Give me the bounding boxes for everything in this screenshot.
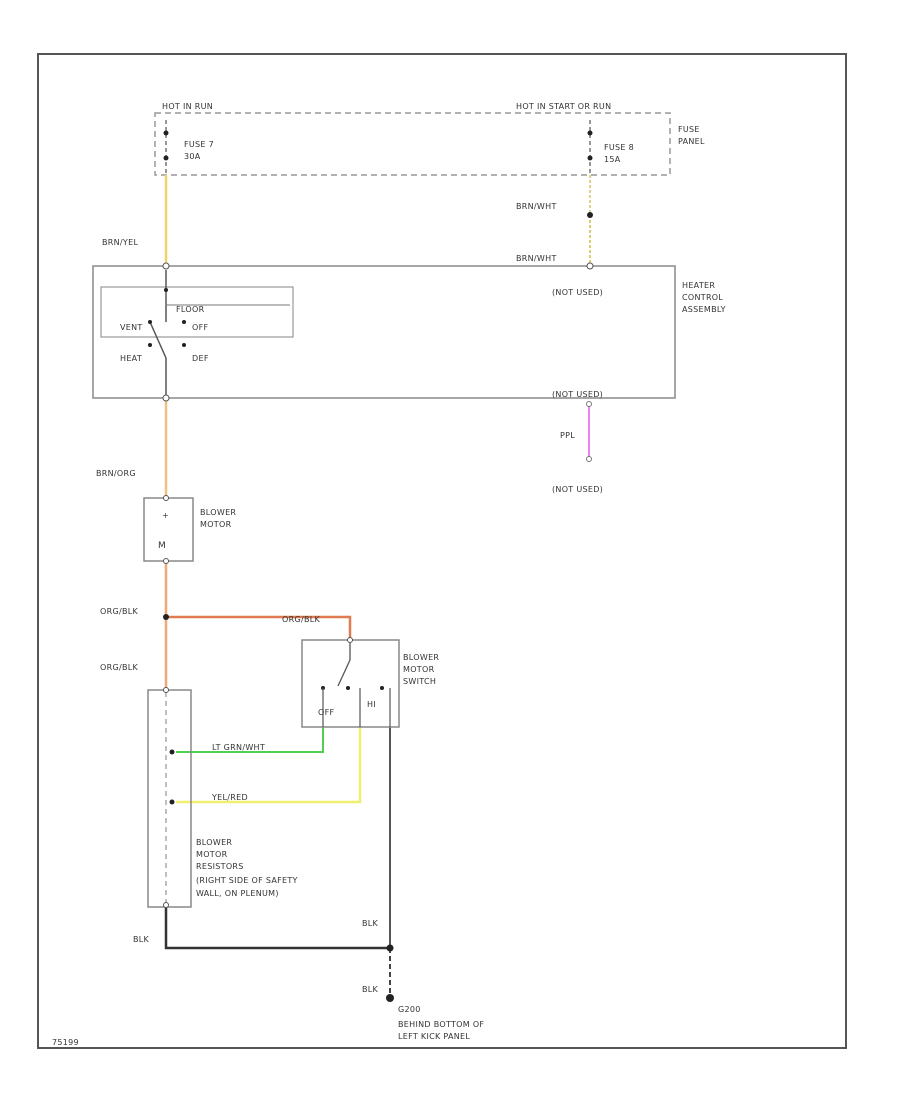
label-brn-wht-2: BRN/WHT — [516, 254, 557, 263]
wire-yel-red — [176, 727, 362, 804]
label-blk-3: BLK — [362, 985, 379, 994]
mode-off: OFF — [192, 323, 208, 332]
fuse-right-rating: 15A — [604, 155, 621, 164]
blower-switch-label-3: SWITCH — [403, 677, 436, 686]
hot-start-or-run-label: HOT IN START OR RUN — [516, 102, 611, 111]
label-lt-grn-wht: LT GRN/WHT — [212, 743, 265, 752]
resistor-tap-med — [169, 799, 175, 805]
contact-off — [182, 320, 186, 324]
hot-in-run-label: HOT IN RUN — [162, 102, 213, 111]
switch-pos-hi: HI — [367, 700, 376, 709]
contact-floor — [164, 288, 168, 292]
wires — [163, 175, 593, 1002]
blower-motor-terminal-top — [163, 495, 169, 501]
splice-org-blk — [163, 614, 169, 620]
blower-switch-label-2: MOTOR — [403, 665, 435, 674]
ground-location-1: BEHIND BOTTOM OF — [398, 1020, 484, 1029]
fuse-right-terminal-bottom — [587, 155, 593, 161]
wire-labels: BRN/YEL BRN/WHT BRN/WHT BRN/ORG ORG/BLK … — [96, 202, 575, 994]
mode-floor: FLOOR — [176, 305, 205, 314]
not-used-2: (NOT USED) — [552, 390, 603, 399]
blower-motor-resistors: BLOWER MOTOR RESISTORS (RIGHT SIDE OF SA… — [147, 687, 298, 908]
resistors-label-1: BLOWER — [196, 838, 232, 847]
ppl-terminal-bottom — [586, 456, 592, 462]
ground-g200: G200 BEHIND BOTTOM OF LEFT KICK PANEL — [398, 1005, 484, 1041]
wire-lt-grn-wht — [176, 727, 324, 753]
label-yel-red: YEL/RED — [211, 793, 248, 802]
motor-plus-icon: + — [162, 511, 169, 520]
fuse-panel-label-1: FUSE — [678, 125, 700, 134]
heater-control-label-1: HEATER — [682, 281, 715, 290]
heater-terminal-right — [586, 262, 594, 270]
label-brn-yel: BRN/YEL — [102, 238, 138, 247]
wire-org-blk-to-switch — [166, 615, 352, 640]
fuse-left-label: FUSE 7 — [184, 140, 214, 149]
ground-location-2: LEFT KICK PANEL — [398, 1032, 470, 1041]
switch-lever — [337, 659, 351, 687]
fuse-left-rating: 30A — [184, 152, 201, 161]
resistors-label-5: WALL, ON PLENUM) — [196, 889, 279, 898]
motor-symbol-icon: M — [158, 541, 166, 551]
fuse-panel: HOT IN RUN HOT IN START OR RUN FUSE 7 30… — [154, 102, 705, 176]
blower-motor-terminal-bottom — [163, 558, 169, 564]
switch-terminal-input — [347, 637, 353, 643]
label-org-blk-1: ORG/BLK — [100, 607, 138, 616]
fuse-left-terminal-top — [163, 130, 169, 136]
fuse-left-terminal-bottom — [163, 155, 169, 161]
ground-id: G200 — [398, 1005, 421, 1014]
heater-control-label-3: ASSEMBLY — [682, 305, 726, 314]
fuse-panel-outline — [154, 112, 671, 176]
inline-connector-brn-wht — [587, 212, 593, 218]
resistor-tap-bottom — [163, 902, 169, 908]
resistors-label-4: (RIGHT SIDE OF SAFETY — [196, 876, 298, 885]
switch-contact-med — [346, 686, 350, 690]
label-brn-wht-1: BRN/WHT — [516, 202, 557, 211]
resistor-tap-top — [163, 687, 169, 693]
wire-blk-resistors — [164, 905, 390, 950]
mode-vent: VENT — [120, 323, 143, 332]
heater-control-box — [92, 265, 676, 399]
label-ppl: PPL — [560, 431, 575, 440]
switch-contact-hi — [380, 686, 384, 690]
resistors-label-3: RESISTORS — [196, 862, 244, 871]
fuse-right-label: FUSE 8 — [604, 143, 634, 152]
label-blk-1: BLK — [133, 935, 150, 944]
diagram-frame — [37, 53, 847, 1049]
contact-def — [182, 343, 186, 347]
mode-heat: HEAT — [120, 354, 142, 363]
diagram-code: 75199 — [52, 1038, 79, 1047]
heater-terminal-top — [162, 262, 170, 270]
blower-motor: + M BLOWER MOTOR — [143, 495, 236, 564]
splice-blk — [386, 944, 394, 952]
blower-motor-label-1: BLOWER — [200, 508, 236, 517]
label-brn-org: BRN/ORG — [96, 469, 136, 478]
fuse-right-terminal-top — [587, 130, 593, 136]
blower-motor-switch: OFF HI BLOWER MOTOR SWITCH — [301, 637, 439, 728]
resistors-label-2: MOTOR — [196, 850, 228, 859]
ppl-terminal-top — [586, 401, 592, 407]
blower-motor-box — [143, 497, 194, 562]
mode-def: DEF — [192, 354, 209, 363]
not-used-3: (NOT USED) — [552, 485, 603, 494]
label-blk-2: BLK — [362, 919, 379, 928]
contact-heat — [148, 343, 152, 347]
ground-point — [386, 994, 394, 1002]
label-org-blk-3: ORG/BLK — [100, 663, 138, 672]
fuse-panel-label-2: PANEL — [678, 137, 705, 146]
function-switch-box — [100, 286, 294, 338]
resistor-block — [147, 689, 192, 908]
switch-blade — [149, 321, 167, 359]
not-used-1: (NOT USED) — [552, 288, 603, 297]
blower-switch-label-1: BLOWER — [403, 653, 439, 662]
contact-vent — [148, 320, 152, 324]
heater-control-assembly: FLOOR VENT OFF HEAT DEF (NOT USED) (NOT … — [92, 262, 726, 494]
switch-pos-off: OFF — [318, 708, 334, 717]
heater-control-label-2: CONTROL — [682, 293, 723, 302]
heater-terminal-bottom — [162, 394, 170, 402]
label-org-blk-2: ORG/BLK — [282, 615, 320, 624]
resistor-tap-low — [169, 749, 175, 755]
blower-motor-label-2: MOTOR — [200, 520, 232, 529]
